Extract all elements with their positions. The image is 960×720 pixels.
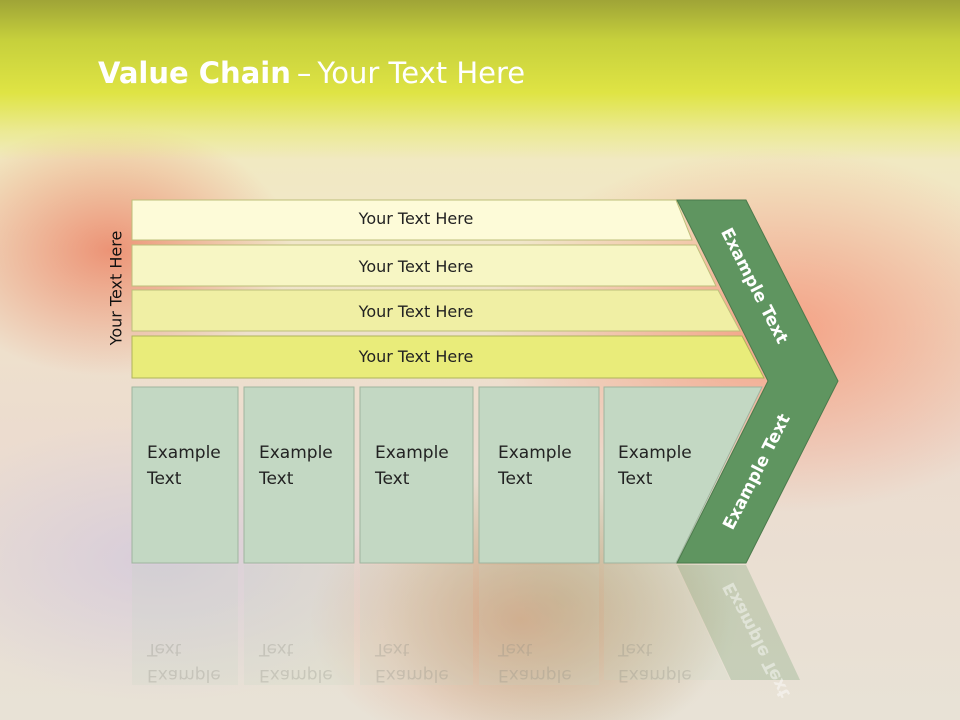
activity-label-1: Example Text [147, 440, 221, 492]
margin-chevron [676, 199, 839, 564]
title-separator: – [296, 56, 312, 90]
activity-label-4: Example Text [498, 440, 572, 492]
slide-title: Value Chain–Your Text Here [98, 56, 525, 90]
bar-label-3: Your Text Here [358, 302, 474, 321]
bar-label-1: Your Text Here [358, 209, 474, 228]
bar-1 [131, 199, 693, 241]
activity-label-1-line2: Text [147, 469, 182, 489]
activity-label-1-line1: Example [147, 443, 221, 463]
bar-4 [131, 335, 765, 379]
activity-box-4 [478, 386, 600, 564]
activity-box-1 [131, 386, 239, 564]
bar-3 [131, 289, 741, 332]
bar-label-4: Your Text Here [358, 347, 474, 366]
activity-label-2-line1: Example [259, 443, 333, 463]
activity-label-3-line1: Example [375, 443, 449, 463]
reflection-group [132, 565, 800, 685]
activity-label-5: Example Text [618, 440, 692, 492]
activity-label-5-line2: Text [618, 469, 653, 489]
bar-2 [131, 244, 717, 287]
activity-box-3 [359, 386, 474, 564]
side-axis-label: Your Text Here [106, 230, 126, 346]
activity-label-5-line1: Example [618, 443, 692, 463]
header-band [0, 0, 960, 160]
bar-label-2: Your Text Here [358, 257, 474, 276]
activity-box-2 [243, 386, 355, 564]
activity-box-5 [603, 386, 763, 564]
activity-label-4-line2: Text [498, 469, 533, 489]
activity-label-2: Example Text [259, 440, 333, 492]
activity-label-3-line2: Text [375, 469, 410, 489]
title-rest: Your Text Here [317, 56, 526, 90]
title-bold: Value Chain [98, 56, 291, 90]
activity-label-4-line1: Example [498, 443, 572, 463]
activity-label-3: Example Text [375, 440, 449, 492]
activity-label-2-line2: Text [259, 469, 294, 489]
